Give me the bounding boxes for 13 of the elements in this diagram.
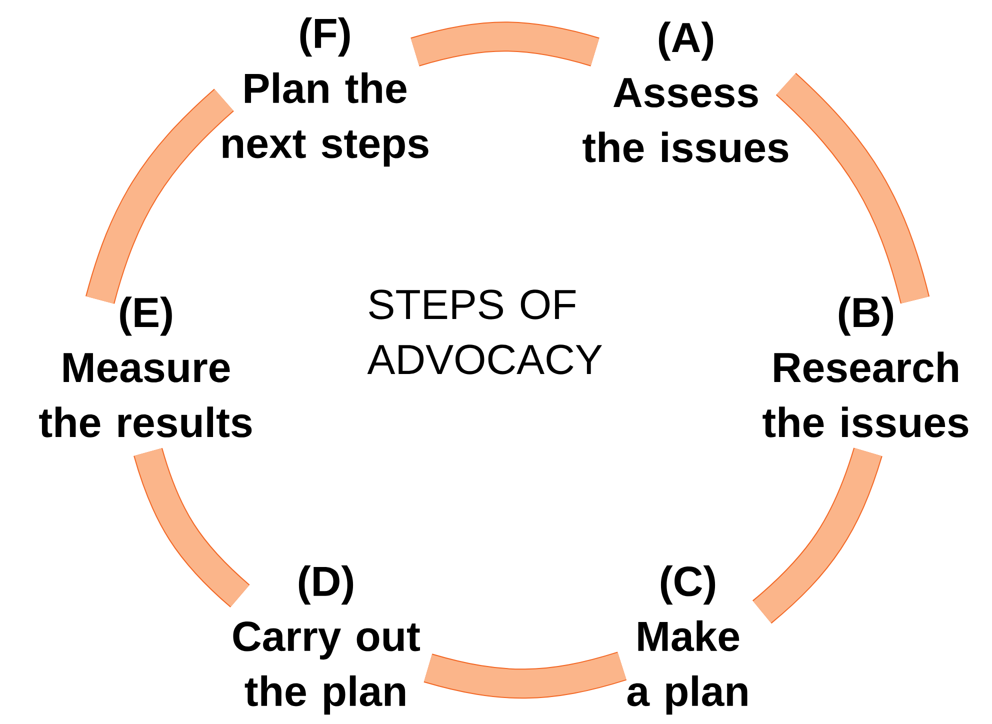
title: STEPS OF ADVOCACY [367, 290, 602, 374]
arc-band [776, 73, 930, 304]
step-label: (B) Research the issues [762, 296, 968, 438]
step-label: (A) Assess the issues [582, 22, 788, 162]
step-label: (D) Carry out the plan [233, 565, 420, 715]
arc-band [86, 88, 234, 304]
step-label: (E) Measure the results [39, 296, 252, 438]
arc-band [752, 448, 882, 624]
arc-band [424, 652, 626, 699]
arc-band [134, 448, 250, 608]
step-label: (C) Make a plan [627, 565, 748, 715]
arc-band [410, 22, 600, 66]
step-label: (F) Plan the next steps [222, 17, 428, 167]
